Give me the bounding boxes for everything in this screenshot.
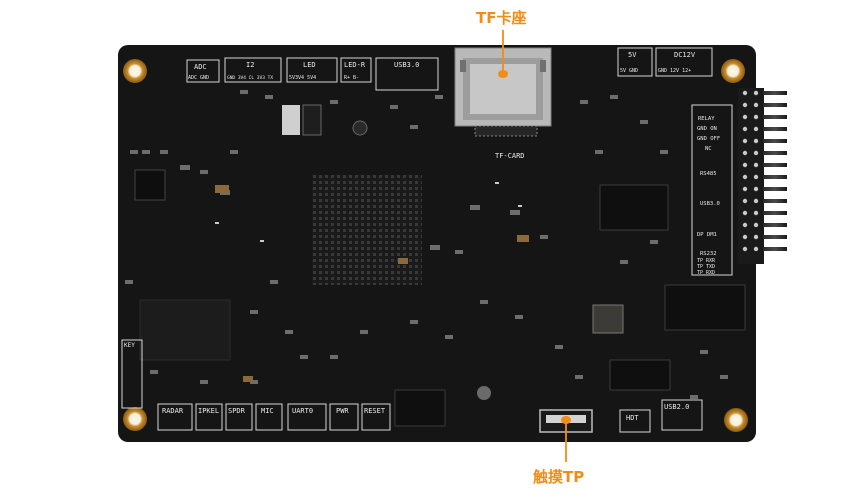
mount-hole-top-right <box>721 59 745 83</box>
qfn-chip-left <box>134 169 166 201</box>
mount-hole-bottom-left <box>123 407 147 431</box>
inductor <box>592 304 624 334</box>
silk-usb30-b: USB3.0 <box>700 201 720 207</box>
ic-top-left <box>282 105 300 135</box>
silk-i2: I2 <box>246 61 254 69</box>
silk-spdr: SPDR <box>228 407 246 415</box>
silk-pwr: PWR <box>336 407 349 415</box>
chip-bottom-right <box>609 359 671 391</box>
silk-tf-card: TF-CARD <box>495 152 525 160</box>
chip-right-b <box>664 284 746 331</box>
silk-key: KEY <box>124 342 135 349</box>
silk-led-sub: 5V3V4 5V4 <box>289 75 316 81</box>
pcb-body <box>118 45 756 442</box>
silkscreen-labels: ADC ADC GND I2 GND 3V4 CL 3V3 TX LED 5V3… <box>124 51 720 422</box>
tp-callout-dot <box>561 416 571 424</box>
ic-top-left-2 <box>302 104 322 136</box>
silk-5v-sub: 5V GND <box>620 68 638 74</box>
silk-led-r: LED-R <box>344 61 366 69</box>
silk-gnd-on: GND ON <box>697 126 717 132</box>
silk-dc12v-sub: GND 12V 12+ <box>658 68 691 74</box>
silk-usb20: USB2.0 <box>664 403 689 411</box>
via-large-bottom <box>477 386 491 400</box>
silk-adc: ADC <box>194 63 207 71</box>
silk-rs485: RS485 <box>700 171 717 177</box>
silk-usb30: USB3.0 <box>394 61 419 69</box>
silk-tp-rxr: TP RXR <box>697 258 716 264</box>
silk-nc: NC <box>705 146 712 152</box>
mount-hole-top-left <box>123 59 147 83</box>
silk-relay: RELAY <box>698 116 715 122</box>
silk-dm1: DP DM1 <box>697 232 717 238</box>
pin-header <box>738 88 787 264</box>
silk-gnd-off: GND OFF <box>697 136 720 142</box>
silk-dc12v: DC12V <box>674 51 696 59</box>
silk-5v: 5V <box>628 51 637 59</box>
silk-i2-sub: GND 3V4 CL 3V3 TX <box>227 75 273 81</box>
touch-tp-callout-label: 触摸TP <box>533 468 585 486</box>
silk-mic: MIC <box>261 407 274 415</box>
silk-reset: RESET <box>364 407 386 415</box>
silk-led: LED <box>303 61 316 69</box>
chip-bottom-mid <box>394 389 446 427</box>
soc-area <box>312 175 422 285</box>
silk-hdt: HDT <box>626 414 639 422</box>
silk-led-r-sub: R+ B- <box>344 75 359 81</box>
via-large-top <box>352 120 368 136</box>
tf-card-callout-label: TF卡座 <box>476 9 527 27</box>
chip-usb-left <box>139 299 231 361</box>
tf-callout-dot <box>498 70 508 78</box>
silk-ipkel: IPKEL <box>198 407 219 415</box>
chip-right-a <box>599 184 669 231</box>
silk-uart0: UART0 <box>292 407 313 415</box>
silk-tp-txd: TP TXD <box>697 264 715 270</box>
silk-rs232: RS232 <box>700 251 717 257</box>
mount-hole-bottom-right <box>724 408 748 432</box>
silk-radar: RADAR <box>162 407 184 415</box>
silk-adc-sub: ADC GND <box>188 75 209 81</box>
silk-tp-rxd: TP RXD <box>697 270 715 276</box>
